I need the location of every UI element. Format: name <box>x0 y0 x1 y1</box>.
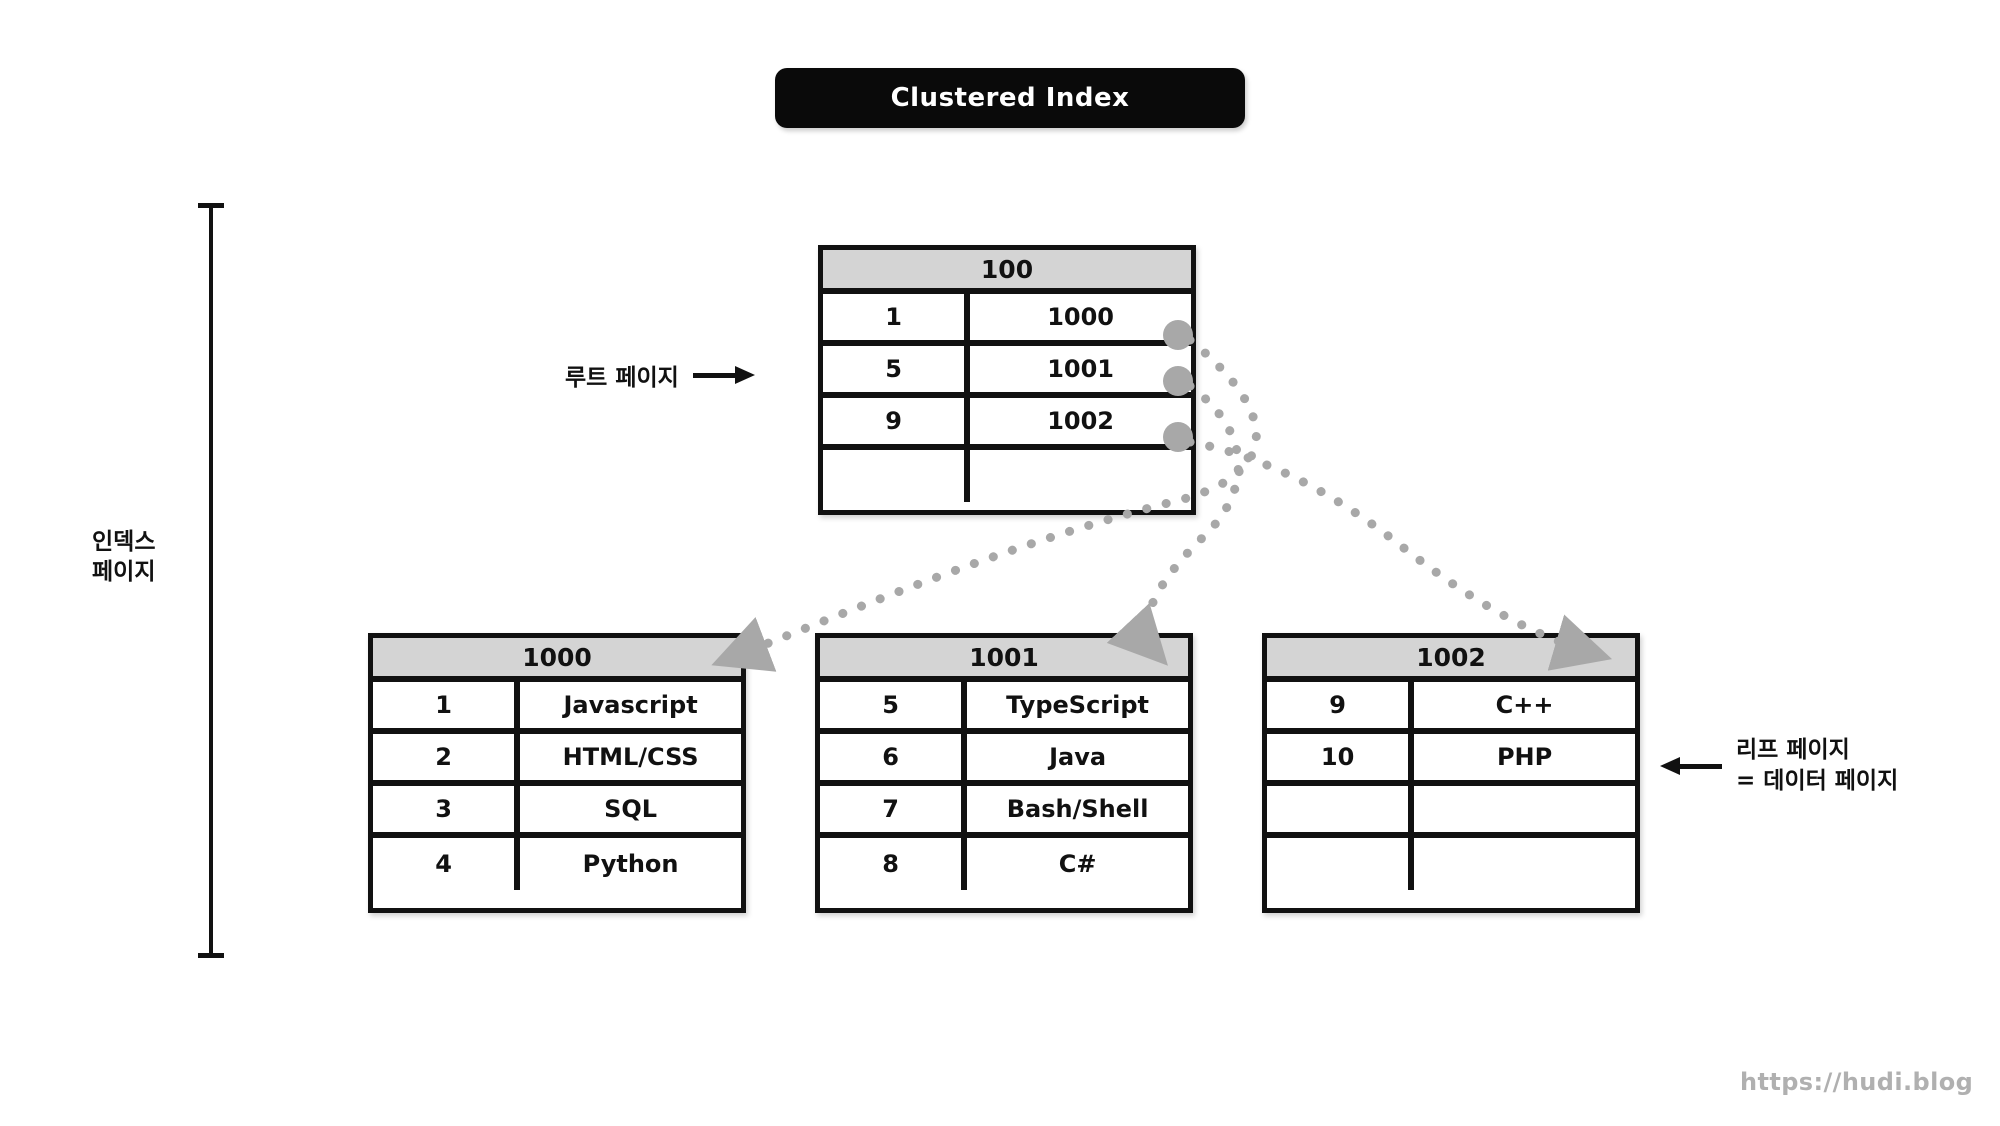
cell-key: 4 <box>373 838 521 890</box>
leaf-page-header: 1001 <box>820 638 1188 682</box>
cell-value: C# <box>1058 850 1097 878</box>
cell-value: TypeScript <box>1006 691 1150 719</box>
table-row: 8 C# <box>820 838 1188 890</box>
cell-key: 3 <box>373 786 521 832</box>
cell-key: 9 <box>1267 682 1415 728</box>
cell-value: SQL <box>604 795 658 823</box>
arrow-head <box>1660 757 1680 776</box>
table-row: 10 PHP <box>1267 734 1635 786</box>
leaf-page-id: 1002 <box>1416 642 1486 672</box>
table-row: 7 Bash/Shell <box>820 786 1188 838</box>
cell-key: 5 <box>823 346 971 392</box>
cell-value: Javascript <box>563 691 698 719</box>
cell-value <box>970 450 1191 502</box>
watermark: https://hudi.blog <box>1740 1068 1974 1096</box>
cell-value: Java <box>1049 743 1107 771</box>
table-row <box>823 450 1191 502</box>
cell-key: 1 <box>823 294 971 340</box>
cell-key: 1 <box>373 682 521 728</box>
table-row: 6 Java <box>820 734 1188 786</box>
leaf-page-table-1001: 1001 5 TypeScript 6 Java 7 Bash/Shell 8 … <box>815 633 1193 913</box>
cell-key: 7 <box>820 786 968 832</box>
table-row: 1 1000 <box>823 294 1191 346</box>
page-title: Clustered Index <box>890 83 1130 113</box>
arrow-head <box>734 366 755 384</box>
table-row: 2 HTML/CSS <box>373 734 741 786</box>
index-pages-label-line2: 페이지 <box>92 559 156 586</box>
cell-value: PHP <box>1496 743 1553 771</box>
connector-root-to-1002 <box>1185 437 1613 671</box>
cell-value: C++ <box>1495 691 1554 719</box>
leaf-page-annotation: 리프 페이지 = 데이터 페이지 <box>1660 735 1898 797</box>
cell-key: 9 <box>823 398 971 444</box>
index-pages-label-line1: 인덱스 <box>92 529 156 555</box>
arrow-left-icon <box>1660 757 1722 776</box>
cell-value <box>1414 786 1635 832</box>
index-pages-label: 인덱스 페이지 <box>92 527 192 588</box>
root-page-table: 100 1 1000 5 1001 9 1002 <box>818 245 1196 515</box>
table-row: 1 Javascript <box>373 682 741 734</box>
arrow-shaft <box>692 373 737 378</box>
cell-value: HTML/CSS <box>562 743 699 771</box>
table-row <box>1267 786 1635 838</box>
cell-key: 10 <box>1267 734 1415 780</box>
root-page-id: 100 <box>980 254 1034 284</box>
leaf-page-table-1000: 1000 1 Javascript 2 HTML/CSS 3 SQL 4 Pyt… <box>368 633 746 913</box>
cell-key <box>1267 838 1415 890</box>
leaf-page-table-1002: 1002 9 C++ 10 PHP <box>1262 633 1640 913</box>
cell-value: 1002 <box>1047 407 1114 435</box>
table-row: 4 Python <box>373 838 741 890</box>
bracket-bottom-cap <box>198 953 224 958</box>
table-row: 5 1001 <box>823 346 1191 398</box>
bracket-vertical-line <box>209 203 213 958</box>
leaf-page-label-line1: 리프 페이지 <box>1736 737 1850 763</box>
table-row <box>1267 838 1635 890</box>
leaf-page-label: 리프 페이지 = 데이터 페이지 <box>1736 735 1898 797</box>
cell-value: Bash/Shell <box>1006 795 1149 823</box>
cell-key <box>823 450 971 502</box>
table-row: 9 C++ <box>1267 682 1635 734</box>
cell-value: 1000 <box>1047 303 1114 331</box>
leaf-page-id: 1001 <box>969 642 1039 672</box>
arrow-shaft <box>1678 764 1722 770</box>
table-row: 3 SQL <box>373 786 741 838</box>
cell-value <box>1414 838 1635 890</box>
leaf-page-header: 1002 <box>1267 638 1635 682</box>
cell-key: 6 <box>820 734 968 780</box>
leaf-page-header: 1000 <box>373 638 741 682</box>
cell-key: 8 <box>820 838 968 890</box>
diagram-title-badge: Clustered Index <box>775 68 1245 128</box>
leaf-page-label-line2: = 데이터 페이지 <box>1736 768 1899 795</box>
table-row: 9 1002 <box>823 398 1191 450</box>
cell-value: 1001 <box>1047 355 1114 383</box>
leaf-page-id: 1000 <box>522 642 592 672</box>
root-page-annotation: 루트 페이지 <box>565 358 755 392</box>
root-page-label: 루트 페이지 <box>565 365 679 391</box>
table-row: 5 TypeScript <box>820 682 1188 734</box>
cell-key: 2 <box>373 734 521 780</box>
index-pages-bracket <box>198 203 224 958</box>
cell-value: Python <box>582 850 679 878</box>
cell-key <box>1267 786 1415 832</box>
cell-key: 5 <box>820 682 968 728</box>
root-page-header: 100 <box>823 250 1191 294</box>
arrow-right-icon <box>692 366 755 384</box>
